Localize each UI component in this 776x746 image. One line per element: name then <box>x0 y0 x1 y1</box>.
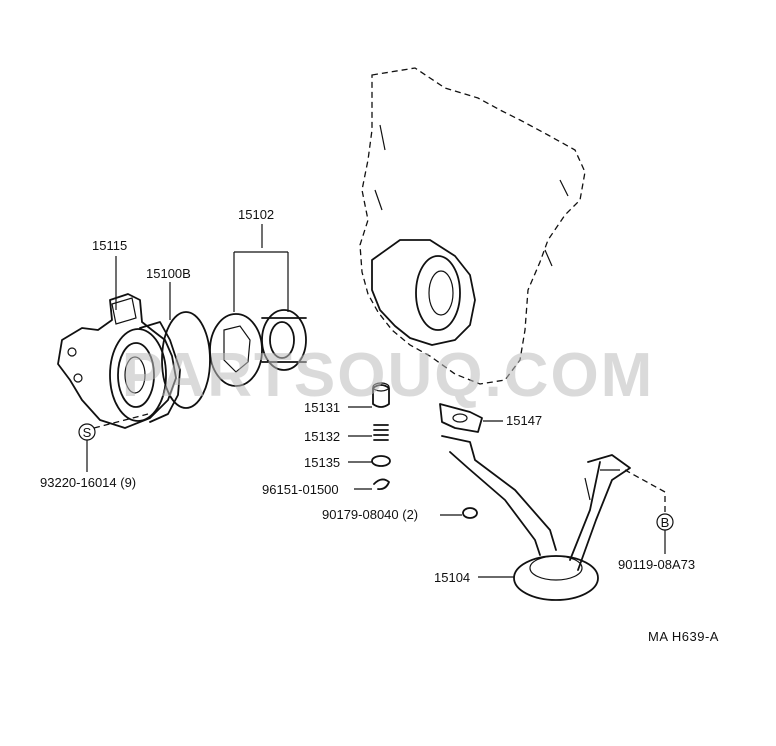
marker-b: B <box>656 513 674 531</box>
svg-text:S: S <box>83 425 92 440</box>
callout-90119-08A73: 90119-08A73 <box>618 557 695 572</box>
oil-pump-body <box>109 321 181 423</box>
callout-15131: 15131 <box>304 400 340 415</box>
relief-valve-parts <box>371 382 478 519</box>
callout-15102: 15102 <box>238 207 274 222</box>
engine-block-outline <box>359 67 586 385</box>
svg-text:B: B <box>661 515 670 530</box>
o-ring-15100B <box>161 311 211 409</box>
leader-lines <box>86 224 666 578</box>
callout-15100B: 15100B <box>146 266 191 281</box>
callout-15132: 15132 <box>304 429 340 444</box>
rotor-set-15102 <box>209 309 307 387</box>
callout-96151-01500: 96151-01500 <box>262 482 339 497</box>
callout-15104: 15104 <box>434 570 470 585</box>
diagram-reference-code: MA H639-A <box>648 629 719 644</box>
callout-93220-16014: 93220-16014 (9) <box>40 475 136 490</box>
watermark-text: PARTSOUQ.COM <box>122 341 655 410</box>
strainer-gasket-15147 <box>439 403 483 433</box>
marker-s: S <box>78 423 96 441</box>
pump-gasket-15115 <box>57 293 177 429</box>
callout-15115: 15115 <box>92 238 127 253</box>
callout-15135: 15135 <box>304 455 340 470</box>
callout-90179-08040: 90179-08040 (2) <box>322 507 418 522</box>
oil-strainer-15104 <box>441 435 631 601</box>
callout-15147: 15147 <box>506 413 542 428</box>
